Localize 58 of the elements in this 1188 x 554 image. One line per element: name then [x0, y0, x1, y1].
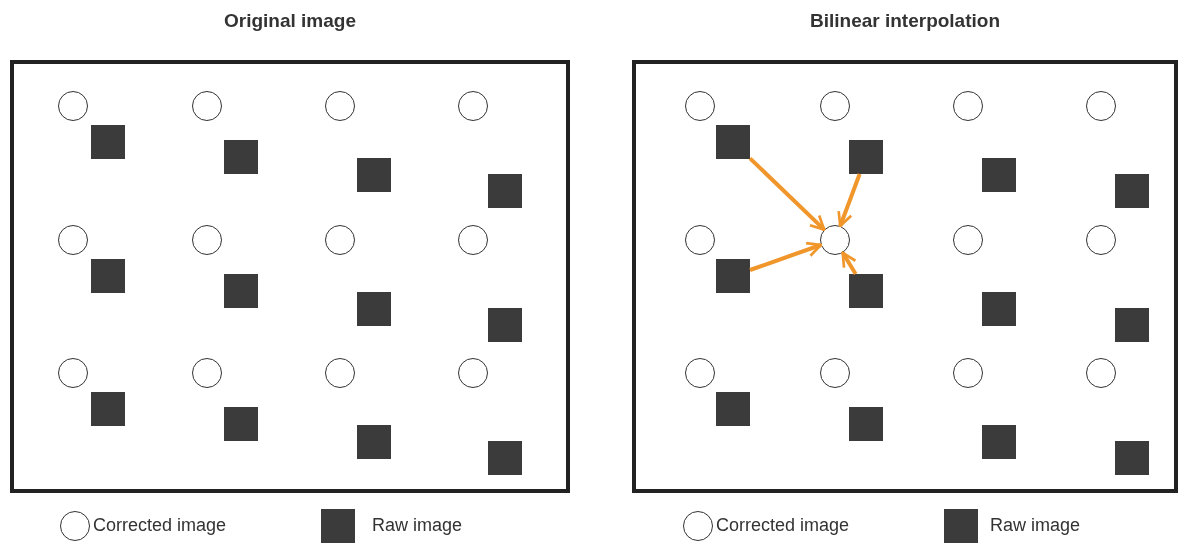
square-marker: [488, 308, 522, 342]
square-marker: [357, 158, 391, 192]
square-marker: [982, 425, 1016, 459]
circle-marker: [458, 225, 488, 255]
circle-marker: [953, 225, 983, 255]
square-marker: [91, 125, 125, 159]
square-marker: [849, 274, 883, 308]
circle-marker: [820, 91, 850, 121]
circle-marker: [685, 91, 715, 121]
square-marker: [716, 125, 750, 159]
legend-label: Raw image: [372, 515, 463, 536]
square-marker: [849, 407, 883, 441]
circle-marker: [1086, 225, 1116, 255]
square-marker: [849, 140, 883, 174]
circle-marker: [458, 91, 488, 121]
arrow: [749, 241, 823, 272]
circle-marker: [192, 91, 222, 121]
square-marker: [91, 259, 125, 293]
circle-marker: [1086, 358, 1116, 388]
circle-marker: [325, 225, 355, 255]
square-marker: [1115, 441, 1149, 475]
square-marker: [224, 274, 258, 308]
circle-marker: [325, 91, 355, 121]
square-marker: [91, 392, 125, 426]
circle-marker: [192, 358, 222, 388]
circle-marker: [685, 358, 715, 388]
square-marker: [982, 292, 1016, 326]
circle-marker: [325, 358, 355, 388]
circle-marker: [58, 358, 88, 388]
square-marker: [357, 292, 391, 326]
circle-marker: [58, 225, 88, 255]
square-marker: [224, 140, 258, 174]
square-marker: [716, 259, 750, 293]
circle-marker: [685, 225, 715, 255]
square-marker: [488, 441, 522, 475]
square-marker: [224, 407, 258, 441]
square-marker: [982, 158, 1016, 192]
legend-label: Corrected image: [93, 515, 227, 536]
circle-marker: [953, 358, 983, 388]
square-marker: [488, 174, 522, 208]
legend-label: Corrected image: [716, 515, 850, 536]
circle-marker: [820, 225, 850, 255]
square-marker: [1115, 308, 1149, 342]
circle-marker: [192, 225, 222, 255]
circle-marker: [1086, 91, 1116, 121]
square-marker: [357, 425, 391, 459]
circle-marker: [58, 91, 88, 121]
arrow: [837, 173, 862, 228]
circle-marker: [953, 91, 983, 121]
arrow: [841, 251, 858, 276]
panel-title: Original image: [223, 10, 357, 32]
legend-label: Raw image: [990, 515, 1081, 536]
circle-marker: [458, 358, 488, 388]
square-marker: [1115, 174, 1149, 208]
circle-marker: [820, 358, 850, 388]
square-marker: [716, 392, 750, 426]
panel-title: Bilinear interpolation: [809, 10, 1001, 32]
arrow: [748, 156, 826, 232]
